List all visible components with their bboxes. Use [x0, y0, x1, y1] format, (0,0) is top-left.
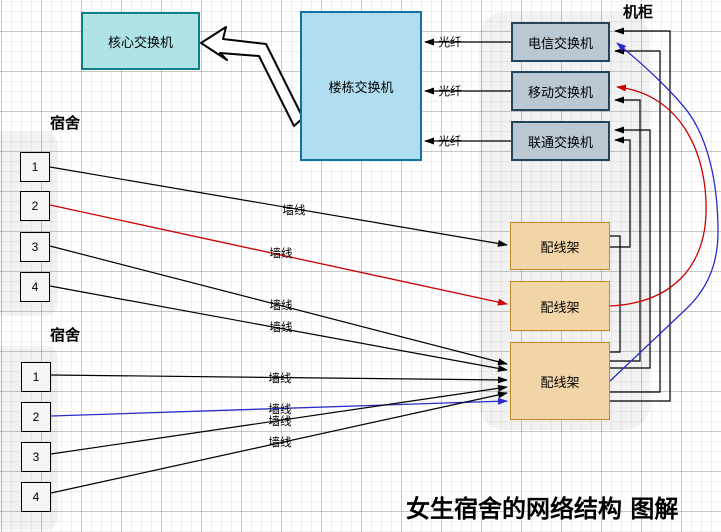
room-upper-2[interactable]: 2 [20, 191, 50, 221]
edge-p1-p3[interactable] [610, 235, 621, 353]
wall-label-2: 墙线 [270, 246, 293, 260]
edge-wall-d1r1[interactable] [49, 166, 508, 247]
wall-label-4: 墙线 [270, 320, 293, 334]
unicom-switch-label: 联通交换机 [527, 135, 593, 151]
edge-wall-d2r2-blue[interactable] [50, 397, 508, 417]
fiber-label-3: 光纤 [439, 134, 462, 148]
edge-p3-mobile[interactable] [610, 96, 641, 362]
node-telecom-switch[interactable]: 电信交换机 [511, 22, 610, 62]
block-arrow[interactable] [200, 26, 304, 127]
patch-panel-1-label: 配线架 [540, 240, 580, 256]
cabinet-heading: 机柜 [623, 3, 654, 21]
dorm-upper-heading: 宿舍 [50, 114, 81, 132]
patch-panel-2-label: 配线架 [540, 300, 580, 316]
edge-p3-unicom-top[interactable] [610, 126, 651, 369]
room-upper-4-label: 4 [31, 280, 39, 294]
wall-label-7: 墙线 [269, 414, 292, 428]
room-lower-4[interactable]: 4 [21, 482, 51, 512]
patch-panel-3-label: 配线架 [540, 375, 580, 391]
edge-telecom-p3-blue[interactable] [609, 42, 719, 382]
fiber-label-2: 光纤 [439, 84, 462, 98]
wall-label-8: 墙线 [269, 435, 292, 449]
room-lower-1-label: 1 [32, 370, 40, 384]
mobile-switch-label: 移动交换机 [527, 85, 593, 101]
core-switch-label: 核心交换机 [107, 35, 173, 51]
edge-wall-d2r3[interactable] [50, 384, 508, 455]
fiber-label-1: 光纤 [439, 35, 462, 49]
room-upper-3-label: 3 [31, 240, 39, 254]
building-switch-label: 楼栋交换机 [328, 80, 394, 96]
node-mobile-switch[interactable]: 移动交换机 [511, 71, 610, 111]
room-lower-1[interactable]: 1 [21, 362, 51, 392]
dorm-lower-heading: 宿舍 [50, 326, 81, 344]
wall-label-6: 墙线 [269, 402, 292, 416]
edge-p3-telecom-low[interactable] [610, 47, 661, 393]
room-lower-4-label: 4 [32, 490, 40, 504]
telecom-switch-label: 电信交换机 [527, 36, 593, 52]
edge-wall-d1r3[interactable] [49, 245, 508, 366]
node-patch-panel-1[interactable]: 配线架 [510, 222, 610, 270]
edge-p1-unicom-low[interactable] [610, 136, 631, 248]
room-upper-4[interactable]: 4 [20, 272, 50, 302]
edge-mobile-p2-red[interactable] [609, 84, 707, 307]
room-lower-3[interactable]: 3 [21, 442, 51, 472]
wall-label-5: 墙线 [269, 371, 292, 385]
node-unicom-switch[interactable]: 联通交换机 [511, 121, 610, 161]
node-patch-panel-2[interactable]: 配线架 [510, 281, 610, 331]
node-patch-panel-3[interactable]: 配线架 [510, 342, 610, 420]
edge-wall-d1r4[interactable] [49, 285, 508, 372]
diagram-title: 女生宿舍的网络结构 图解 [406, 495, 679, 523]
room-upper-1-label: 1 [31, 160, 39, 174]
edge-wall-d1r2-red[interactable] [49, 204, 508, 306]
wall-label-3: 墙线 [270, 298, 293, 312]
edge-wall-d2r1[interactable] [50, 374, 508, 384]
room-lower-2[interactable]: 2 [21, 402, 51, 432]
node-building-switch[interactable]: 楼栋交换机 [300, 11, 422, 161]
wall-label-1: 墙线 [283, 203, 306, 217]
room-upper-1[interactable]: 1 [20, 152, 50, 182]
room-upper-3[interactable]: 3 [20, 232, 50, 262]
room-lower-3-label: 3 [32, 450, 40, 464]
room-upper-2-label: 2 [31, 199, 39, 213]
edge-wall-d2r4[interactable] [50, 391, 508, 494]
node-core-switch[interactable]: 核心交换机 [81, 12, 200, 70]
edge-p3-telecom-top[interactable] [610, 27, 671, 402]
room-lower-2-label: 2 [32, 410, 40, 424]
